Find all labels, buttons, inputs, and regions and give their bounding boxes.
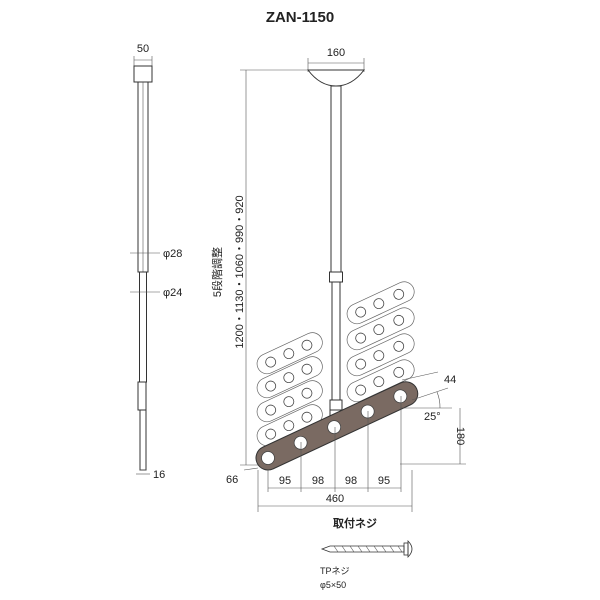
side-bracket [133,65,153,83]
ghost-hangers-right [346,281,415,403]
screw-heading: 取付ネジ [333,516,377,530]
front-lower-pole [331,281,341,403]
dim-arm-rise: 180 [454,427,466,445]
side-arm [139,409,147,471]
hanger-hole-3 [327,420,342,435]
side-lower-pole [139,271,147,383]
dim-bottom-width: 16 [153,469,165,481]
dim-top-width-front: 160 [327,47,345,59]
dim-height: 1200・1130・1060・990・920 [234,195,246,348]
dim-height-adjust: 5段階調整 [210,247,224,297]
front-upper-pole [330,85,342,273]
dim-pitch-3: 98 [345,475,357,487]
dim-angle: 25° [424,411,441,423]
hanger-hole-2 [293,435,308,450]
dim-arm-end: 66 [226,474,238,486]
hanger-arm [255,381,419,471]
ghost-hangers-left [256,332,323,447]
front-ceiling-mount [306,69,366,87]
screw-size: φ5×50 [320,580,346,590]
dim-pitch-2: 98 [312,475,324,487]
screw-icon [320,540,413,558]
dim-upper-diameter: φ28 [163,248,182,260]
side-view: 50 φ28 φ24 16 [130,43,182,481]
model-title: ZAN-1150 [266,9,334,26]
dim-arm-thickness: 44 [444,374,456,386]
dim-lower-diameter: φ24 [163,287,182,299]
dim-pitch-4: 95 [378,475,390,487]
dim-top-width-side: 50 [137,43,149,55]
side-arm-stem [137,381,147,411]
hanger-hole-4 [360,404,375,419]
front-view: 160 1200・1130・1060・990・920 5段階調整 [210,47,466,512]
screw-type: TPネジ [320,566,350,576]
screw-section: 取付ネジ TPネジ φ5×50 [320,516,413,590]
dim-arm-length: 460 [326,493,344,505]
hanger-hole-1 [261,451,275,465]
hanger-hole-5 [393,389,408,404]
dim-pitch-1: 95 [279,475,291,487]
